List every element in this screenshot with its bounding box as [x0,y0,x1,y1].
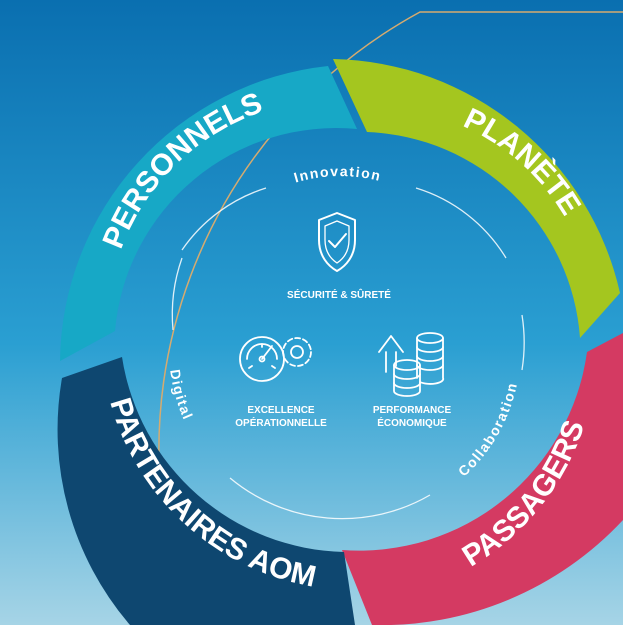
label-excellence-line1: EXCELLENCE [247,405,315,416]
coins-stack-icon [378,332,445,397]
gauge-gears-icon [239,336,312,382]
label-performance-line1: PERFORMANCE [373,405,452,416]
shield-check-icon [318,212,356,272]
segment-personnels [60,66,357,361]
inner-ring [171,187,525,520]
label-securite-surete: SÉCURITÉ & SÛRETÉ [287,288,391,301]
ring-word-innovation: Innovation [292,163,383,186]
segment-partenaires-aom [57,357,355,625]
label-excellence-line2: OPÉRATIONNELLE [235,416,327,429]
segment-passagers [342,333,623,625]
label-performance-line2: ÉCONOMIQUE [377,416,447,429]
segment-planete [333,59,620,338]
